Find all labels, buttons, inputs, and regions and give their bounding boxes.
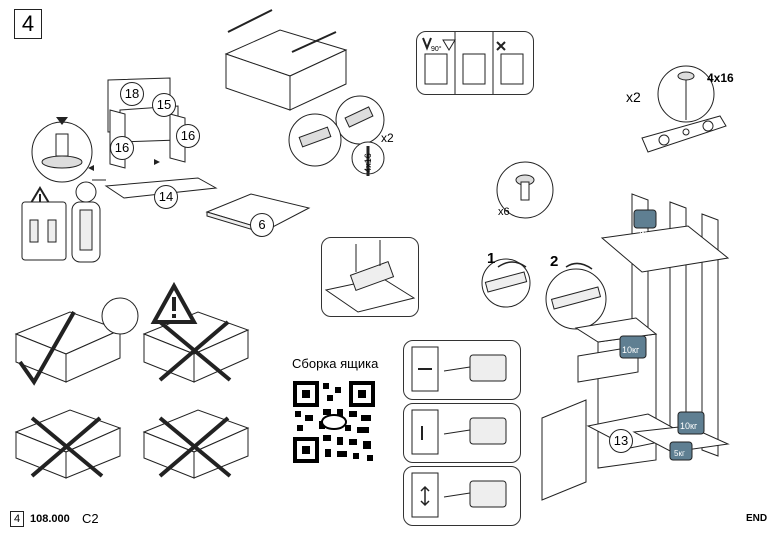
footer-code: C2 [82,511,99,526]
screw-size-label: 4x16 [362,153,373,173]
hinge-plate-screws-illustration [641,65,727,153]
part-label-16-right: 16 [176,124,200,148]
weight-label-shelf: 10кг [680,421,698,431]
part-label-6: 6 [250,213,274,237]
drawer-slide-steps-illustration [481,258,607,330]
hinge-adjust-panel-2 [403,403,521,463]
qr-caption: Сборка ящика [292,356,379,371]
slide-step-2: 2 [550,253,559,270]
hinge-screw-count: x2 [626,89,641,105]
step-number: 4 [14,9,42,39]
part-label-18: 18 [120,82,144,106]
cam-bolt-illustration [496,161,554,219]
hinge-detail-panel [321,237,419,317]
weight-label-top: 5кг [637,228,648,237]
part-label-14: 14 [154,185,178,209]
weight-label-drawer: 10кг [622,345,640,355]
end-label: END [746,513,768,524]
cam-count: x6 [498,206,510,218]
warning-icon [150,281,198,324]
hinge-adjust-panel-3 [403,466,521,526]
angle-label: 90° [431,46,442,53]
hinge-screw-size: 4x16 [707,71,734,85]
part-label-13: 13 [609,429,633,453]
slide-step-1: 1 [487,250,496,267]
qr-code [293,381,375,463]
part-label-15: 15 [152,93,176,117]
hinge-usage-panel [416,31,534,95]
drawer-box-illustration [224,9,385,176]
hinge-adjust-panel-1 [403,340,521,400]
part-label-16-left: 16 [110,136,134,160]
hallway-unit-illustration [541,193,730,501]
footer-article: 108.000 [30,513,70,525]
screw-count: x2 [381,131,394,145]
weight-label-bench: 5кг [674,449,685,458]
drawer-alignment-checks-illustration [14,297,250,479]
footer-page-number: 4 [10,511,24,527]
side-panel-assembly-illustration [21,77,218,263]
